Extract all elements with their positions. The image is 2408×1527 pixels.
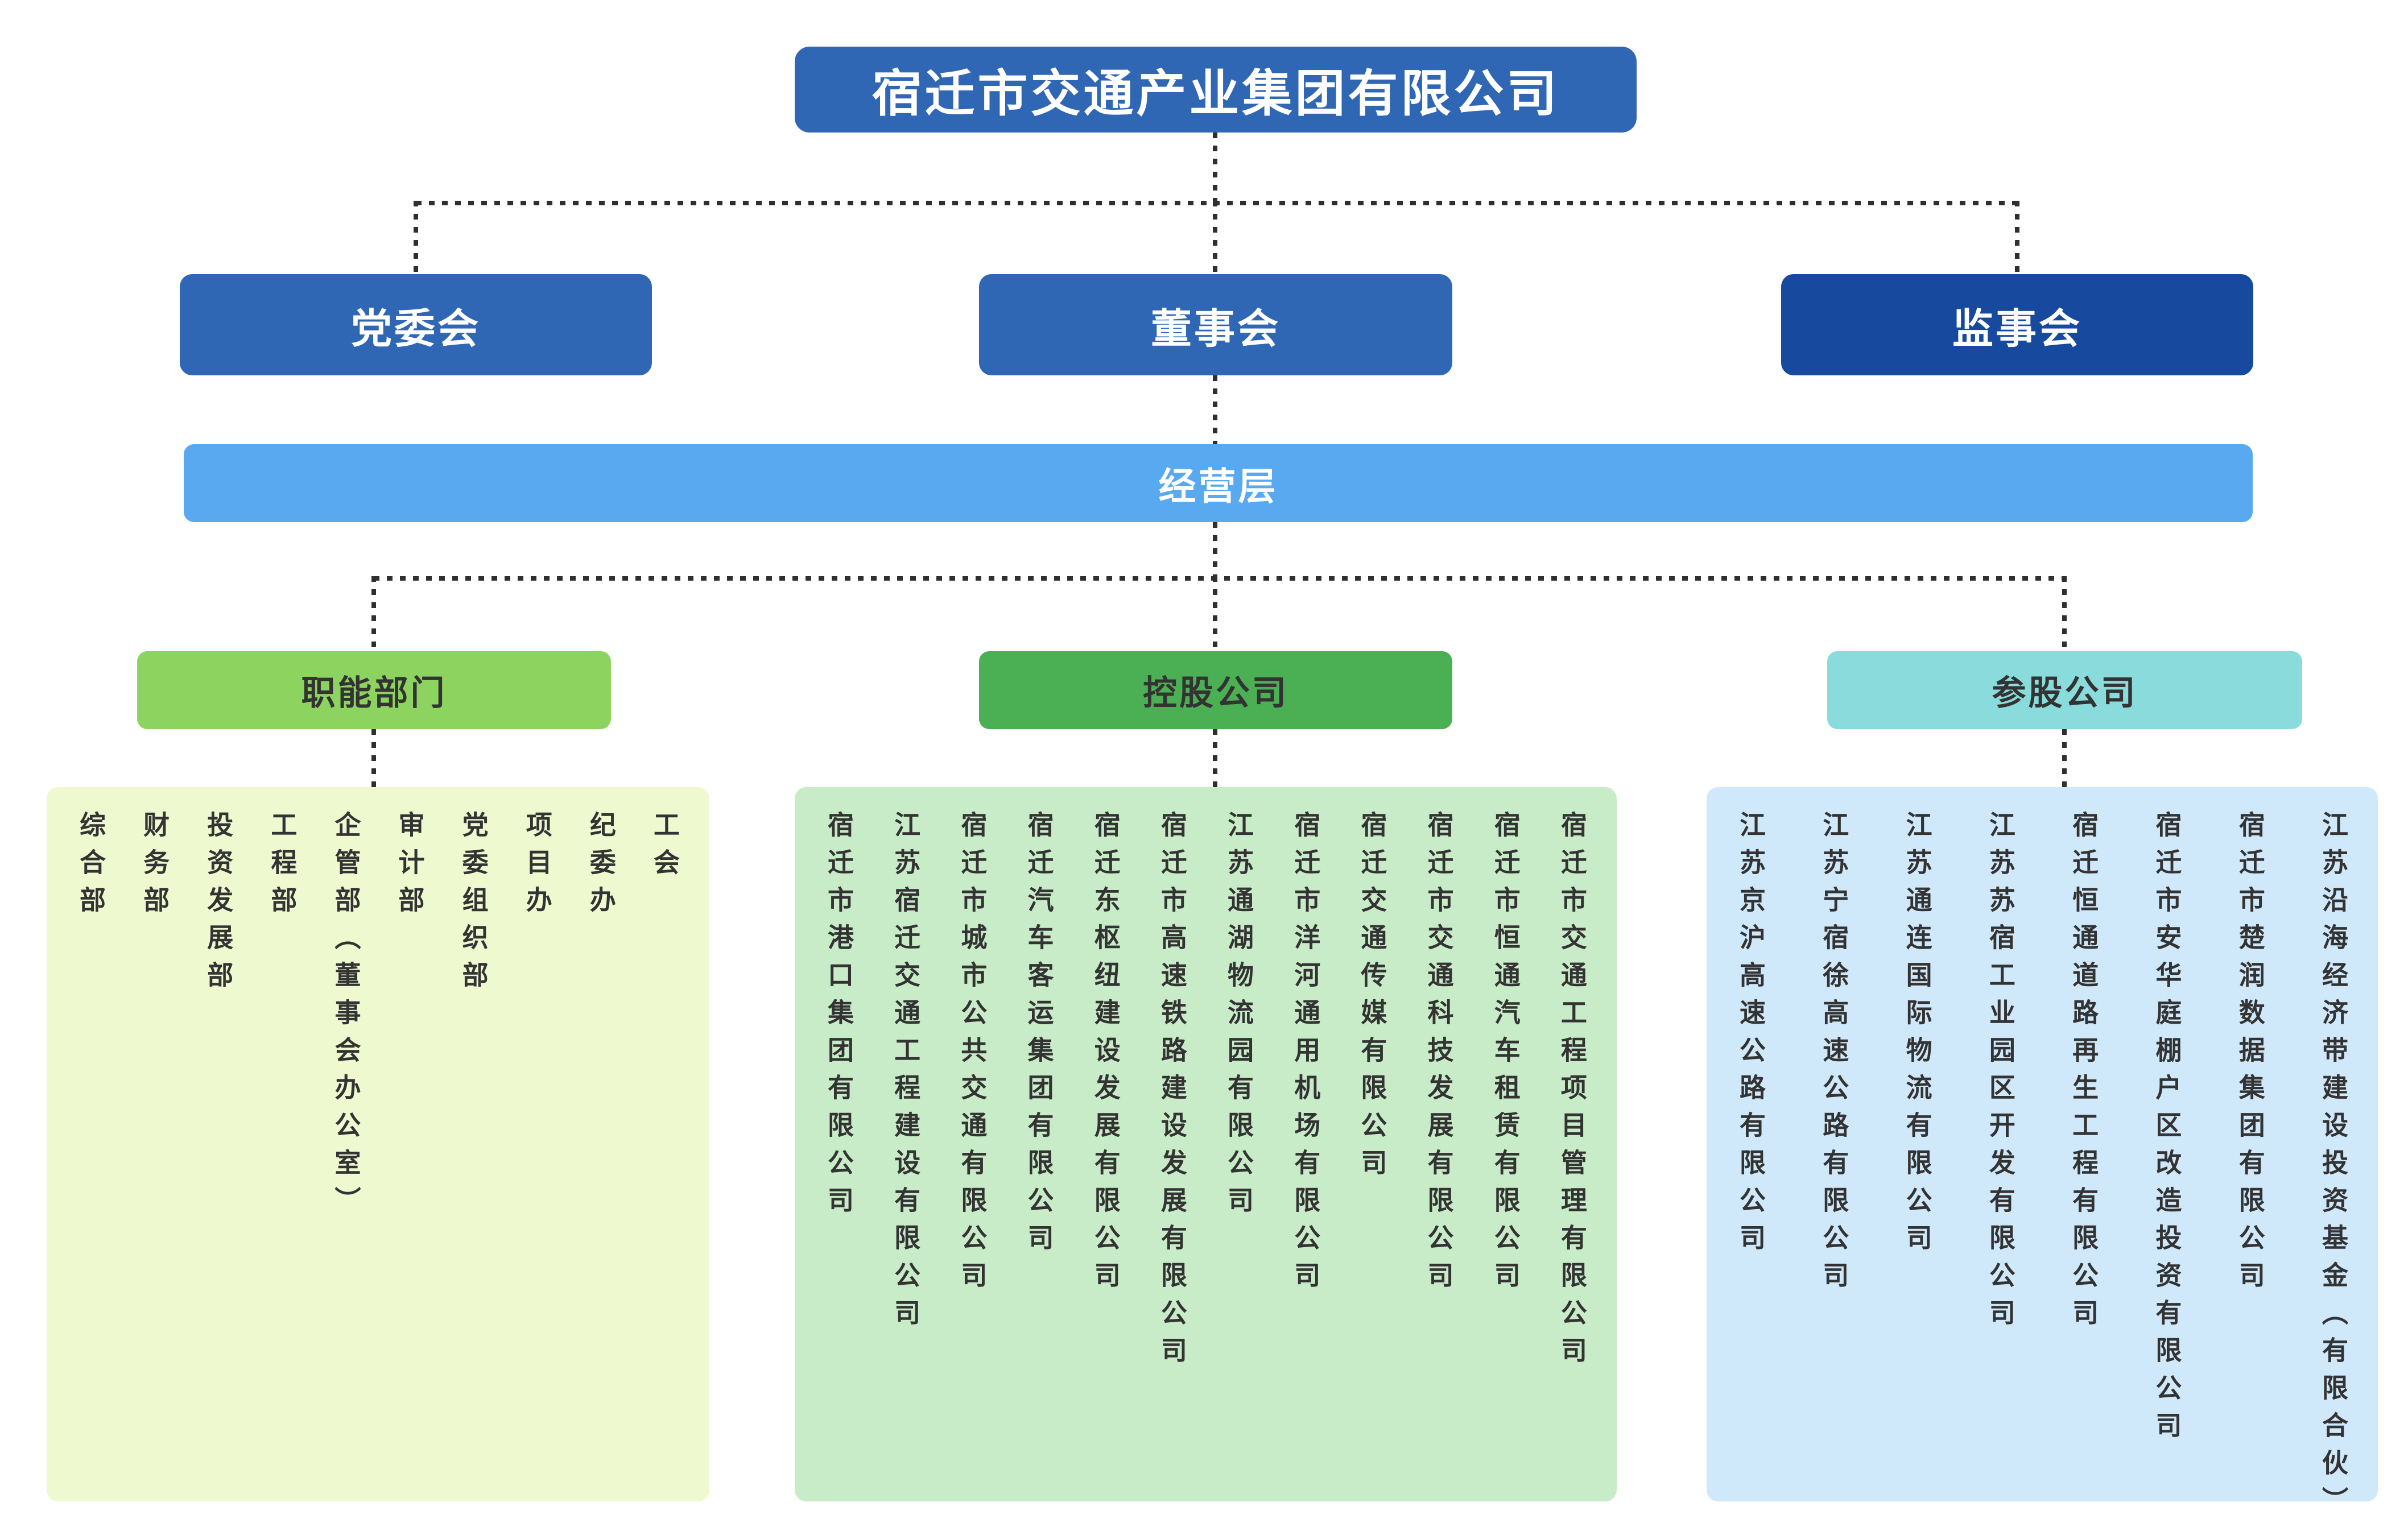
org-unit-name: 江苏宁宿徐高速公路有限公司	[1819, 811, 1849, 1299]
org-unit-name: 宿迁市交通工程项目管理有限公司	[1557, 811, 1587, 1374]
org-unit-name: 企管部（董事会办公室）	[331, 811, 361, 1224]
connector-drop-holding	[1213, 576, 1217, 651]
supervisory-board-label: 监事会	[1952, 306, 2082, 352]
connector-holding-to-list	[1213, 729, 1217, 787]
holding-companies-header: 控股公司	[979, 651, 1452, 729]
board-of-directors-label: 董事会	[1150, 306, 1281, 352]
org-unit-name: 党委组织部	[459, 811, 489, 999]
org-unit-name: 宿迁汽车客运集团有限公司	[1024, 811, 1054, 1261]
org-unit-name: 江苏通连国际物流有限公司	[1902, 811, 1932, 1261]
functional-departments-panel: 综合部 财务部 投资发展部 工程部 企管部（董事会办公室） 审计部 党委组织部 项目办 纪委办 工…	[47, 787, 709, 1501]
org-unit-name: 江苏通湖物流园有限公司	[1224, 811, 1254, 1224]
org-unit-name: 宿迁市楚润数据集团有限公司	[2235, 811, 2265, 1299]
org-unit-name: 宿迁交通传媒有限公司	[1357, 811, 1387, 1186]
org-unit-name: 宿迁市洋河通用机场有限公司	[1291, 811, 1321, 1299]
org-unit-name: 宿迁市高速铁路建设发展有限公司	[1157, 811, 1187, 1374]
functional-departments-label: 职能部门	[301, 674, 447, 712]
org-unit-name: 工程部	[267, 811, 298, 924]
connector-groups-horizontal	[374, 576, 2064, 581]
connector-drop-board	[1213, 201, 1217, 274]
connector-drop-functional	[371, 576, 376, 651]
invested-companies-panel: 江苏京沪高速公路有限公司 江苏宁宿徐高速公路有限公司 江苏通连国际物流有限公司 江苏苏…	[1707, 787, 2378, 1524]
org-unit-name: 宿迁东枢纽建设发展有限公司	[1091, 811, 1121, 1299]
org-unit-name: 宿迁市恒通汽车租赁有限公司	[1490, 811, 1521, 1299]
org-unit-name: 江苏苏宿工业园区开发有限公司	[1985, 811, 2015, 1336]
connector-invested-to-list	[2062, 729, 2067, 787]
connector-functional-to-list	[371, 729, 376, 787]
invested-companies-header: 参股公司	[1827, 651, 2302, 729]
org-unit-name: 项目办	[522, 811, 552, 924]
connector-board-to-management	[1213, 375, 1217, 444]
org-unit-name: 纪委办	[586, 811, 616, 924]
management-layer-bar: 经营层	[184, 444, 2253, 522]
connector-drop-party	[414, 201, 418, 274]
org-unit-name: 投资发展部	[204, 811, 234, 999]
org-unit-name: 宿迁市城市公共交通有限公司	[957, 811, 988, 1299]
org-unit-name: 财务部	[140, 811, 170, 924]
org-unit-name: 宿迁市交通科技发展有限公司	[1424, 811, 1454, 1299]
connector-drop-supervisory	[2015, 201, 2019, 274]
org-unit-name: 综合部	[76, 811, 106, 924]
management-layer-label: 经营层	[1158, 465, 1278, 507]
invested-companies-label: 参股公司	[1992, 674, 2138, 712]
connector-management-down	[1213, 522, 1217, 576]
org-unit-name: 宿迁市安华庭棚户区改造投资有限公司	[2152, 811, 2182, 1449]
org-unit-name: 江苏宿迁交通工程建设有限公司	[891, 811, 921, 1336]
holding-companies-panel: 宿迁市港口集团有限公司 江苏宿迁交通工程建设有限公司 宿迁市城市公共交通有限公司 宿迁…	[795, 787, 1617, 1501]
party-committee-box: 党委会	[180, 274, 652, 375]
company-title-box: 宿迁市交通产业集团有限公司	[795, 47, 1637, 133]
org-unit-name: 宿迁市港口集团有限公司	[824, 811, 854, 1224]
functional-departments-header: 职能部门	[137, 651, 611, 729]
party-committee-label: 党委会	[350, 306, 481, 352]
holding-companies-label: 控股公司	[1143, 674, 1288, 712]
org-unit-name: 江苏京沪高速公路有限公司	[1736, 811, 1766, 1261]
connector-title-down	[1213, 133, 1217, 201]
org-unit-name: 宿迁恒通道路再生工程有限公司	[2069, 811, 2099, 1336]
supervisory-board-box: 监事会	[1781, 274, 2253, 375]
org-unit-name: 审计部	[395, 811, 425, 924]
company-title: 宿迁市交通产业集团有限公司	[871, 65, 1560, 122]
org-unit-name: 工会	[650, 811, 680, 886]
connector-drop-invested	[2062, 576, 2067, 651]
org-unit-name: 江苏沿海经济带建设投资基金（有限合伙）	[2318, 811, 2348, 1524]
board-of-directors-box: 董事会	[979, 274, 1452, 375]
